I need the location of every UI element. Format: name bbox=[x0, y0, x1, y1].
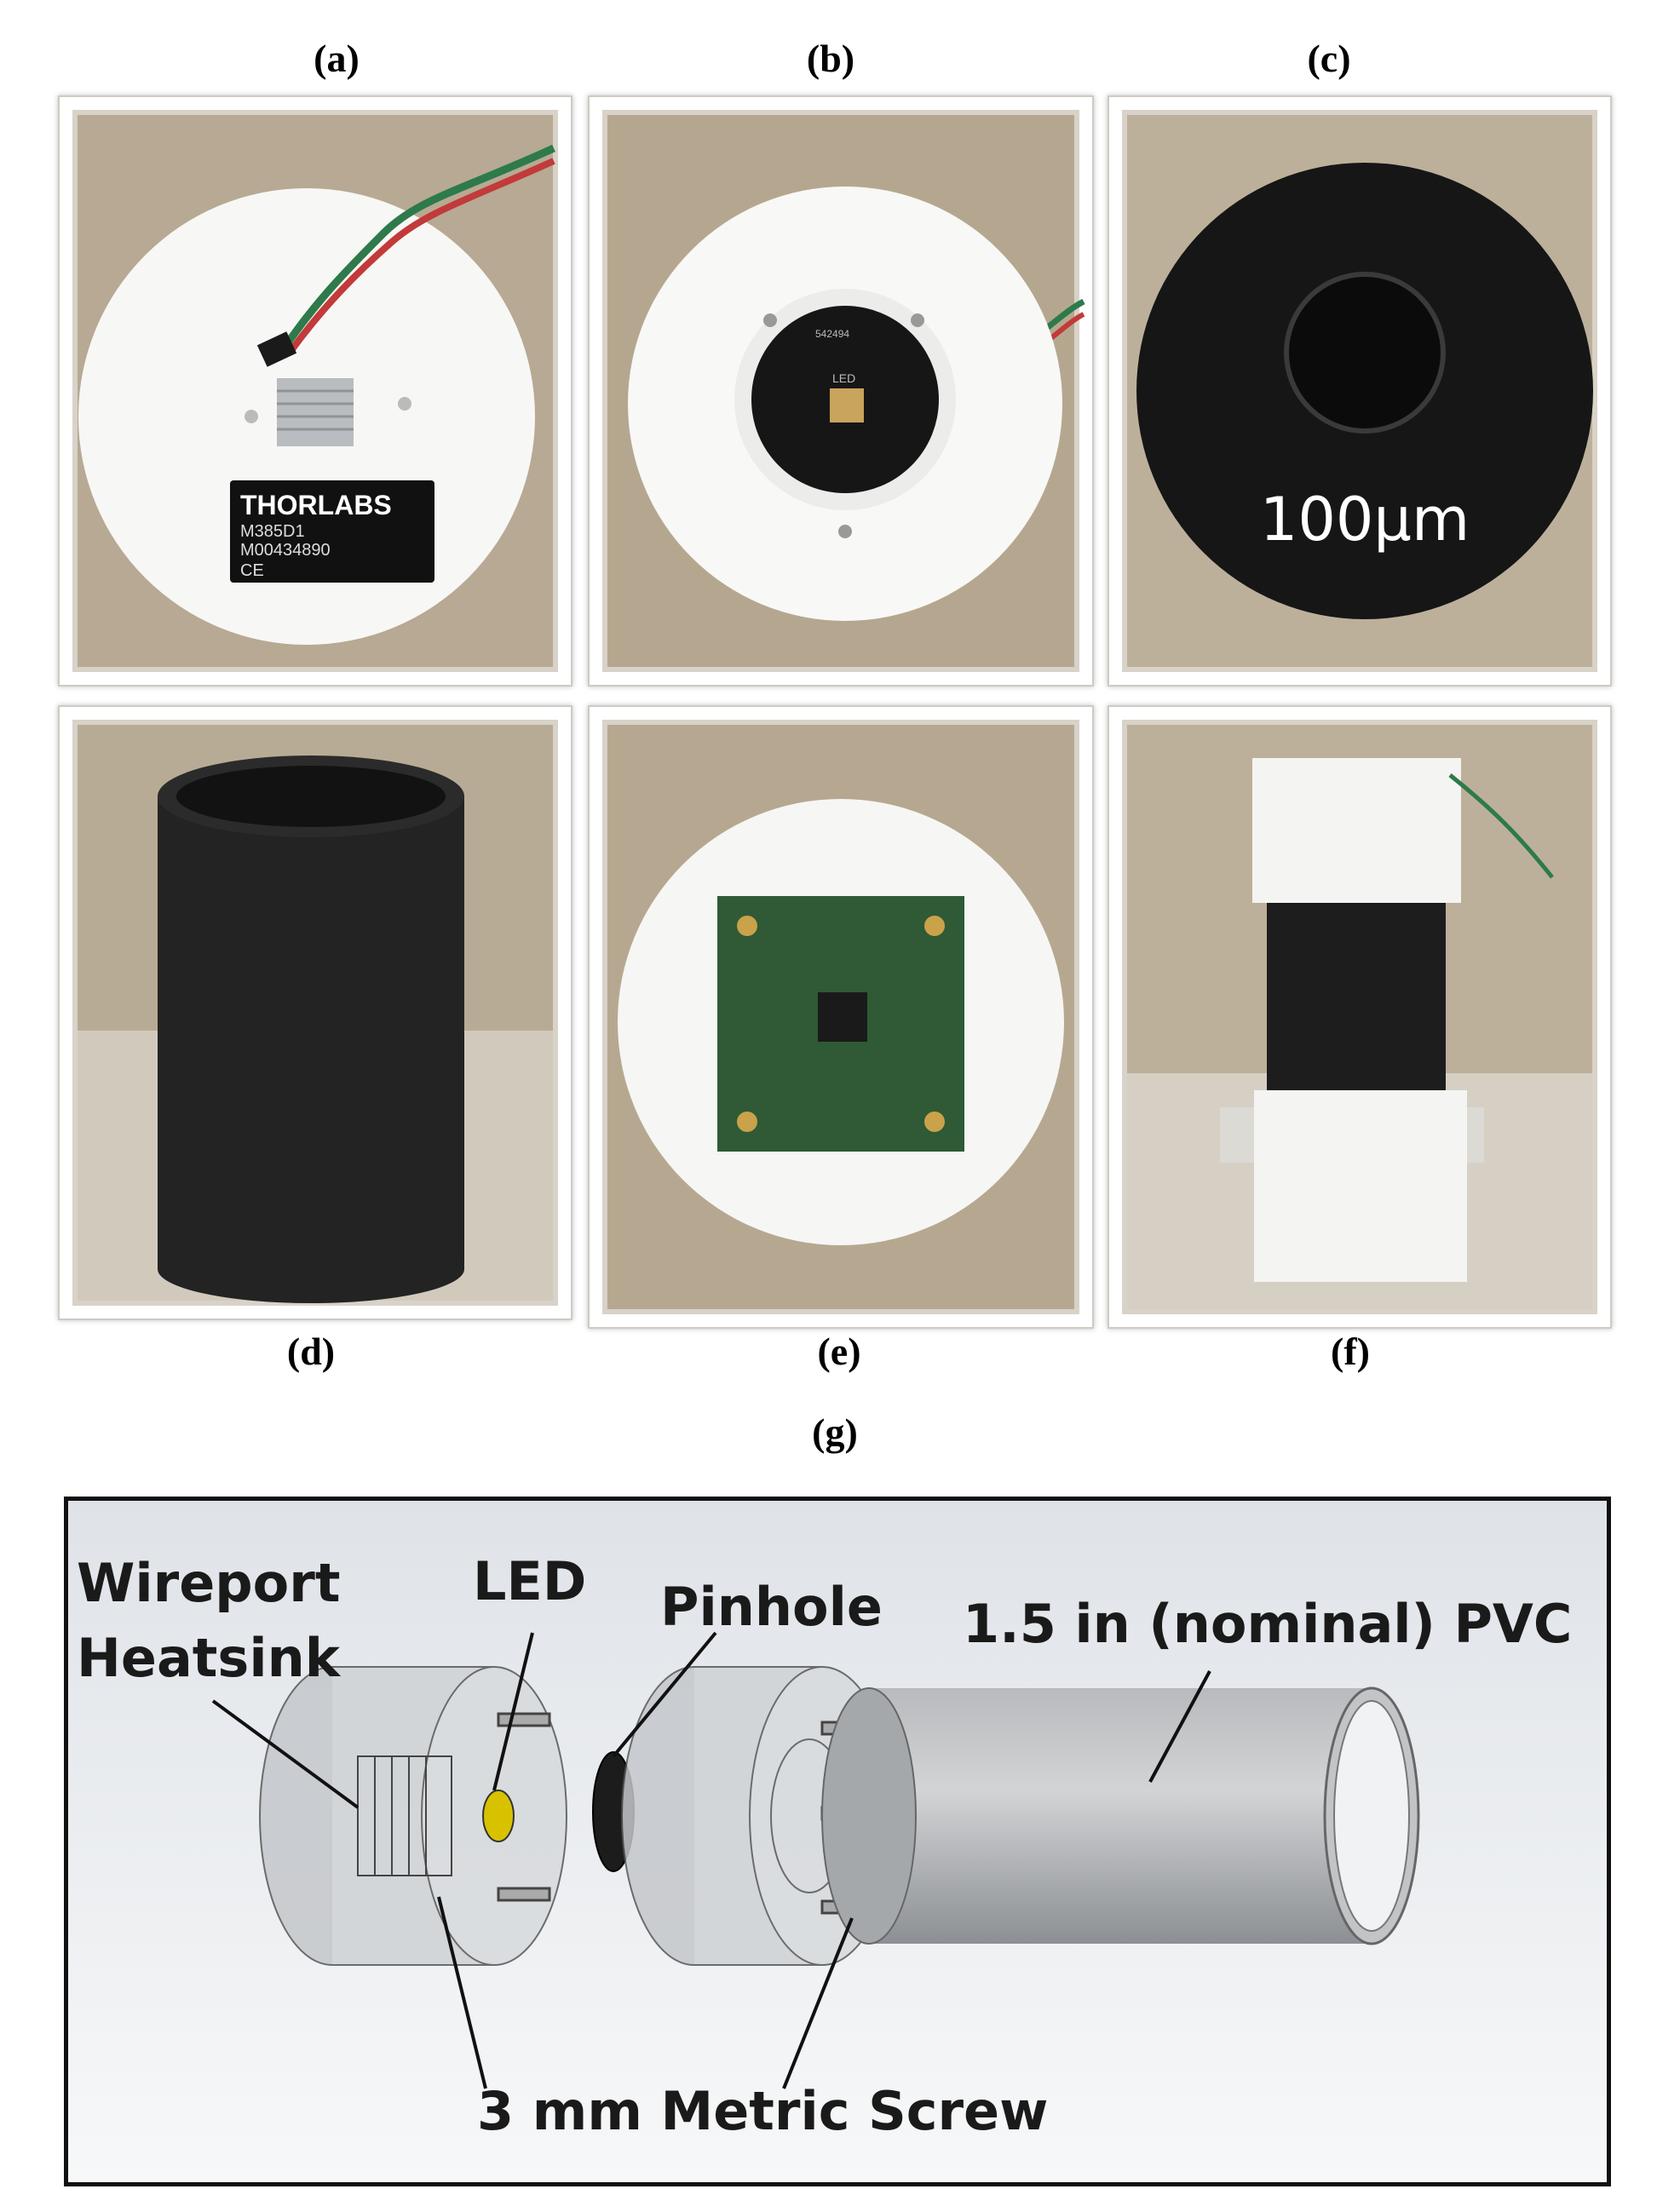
panel-label-f: (f) bbox=[1331, 1330, 1370, 1373]
callout-led: LED bbox=[473, 1550, 587, 1612]
panel-label-g: (g) bbox=[812, 1411, 858, 1454]
led-housing bbox=[1252, 758, 1461, 903]
callout-wireport: Wireport bbox=[77, 1552, 341, 1614]
panel-label-d: (d) bbox=[286, 1330, 336, 1373]
photo-d-pvc-tube bbox=[58, 705, 572, 1320]
cad-scene bbox=[68, 1501, 1607, 2182]
pvc-tube bbox=[158, 796, 464, 1269]
plate-serial: M00434890 bbox=[240, 541, 331, 560]
svg-text:542494: 542494 bbox=[815, 328, 849, 340]
plate-mark: CE bbox=[240, 561, 264, 580]
photo-b-led-front: LED 542494 bbox=[588, 95, 1094, 687]
callout-heatsink: Heatsink bbox=[77, 1627, 340, 1689]
heatsink bbox=[277, 378, 354, 446]
photo-c-pinhole: 100μm bbox=[1108, 95, 1612, 687]
callout-pvc: 1.5 in (nominal) PVC bbox=[963, 1593, 1573, 1655]
exploded-cad-diagram: Wireport Heatsink LED Pinhole 1.5 in (no… bbox=[64, 1497, 1611, 2186]
photo-a-led-mount-back: THORLABS M385D1 M00434890 CE bbox=[58, 95, 572, 687]
photo-f-assembled bbox=[1108, 705, 1612, 1329]
panel-label-c: (c) bbox=[1307, 37, 1351, 80]
pvc-tube bbox=[1267, 903, 1446, 1107]
photo-a-scene: THORLABS M385D1 M00434890 CE bbox=[72, 110, 558, 672]
led-housing-cylinder bbox=[259, 1666, 567, 1966]
thorlabs-plate bbox=[230, 480, 434, 583]
heatsink bbox=[357, 1755, 452, 1876]
leader-lines bbox=[211, 1631, 1211, 2089]
photo-b-scene: LED 542494 bbox=[602, 110, 1085, 672]
callout-screw: 3 mm Metric Screw bbox=[477, 2080, 1049, 2142]
panel-label-a: (a) bbox=[314, 37, 360, 80]
panel-label-b: (b) bbox=[806, 37, 855, 80]
photo-f-scene bbox=[1122, 720, 1597, 1314]
callout-pinhole: Pinhole bbox=[660, 1576, 883, 1638]
photo-c-scene: 100μm bbox=[1122, 110, 1597, 672]
panel-label-e: (e) bbox=[817, 1330, 861, 1373]
photo-e-camera-board bbox=[588, 705, 1094, 1329]
photo-e-scene bbox=[602, 720, 1079, 1314]
plate-brand: THORLABS bbox=[240, 490, 392, 520]
pinhole-label: 100μm bbox=[1260, 485, 1470, 554]
plate-model: M385D1 bbox=[240, 522, 305, 541]
camera-housing bbox=[1254, 1090, 1467, 1282]
pvc-tube bbox=[821, 1686, 1420, 1945]
led-chip bbox=[830, 388, 864, 422]
image-sensor bbox=[818, 992, 867, 1042]
svg-text:LED: LED bbox=[832, 371, 855, 385]
led bbox=[482, 1790, 515, 1842]
photo-d-scene bbox=[72, 720, 558, 1306]
